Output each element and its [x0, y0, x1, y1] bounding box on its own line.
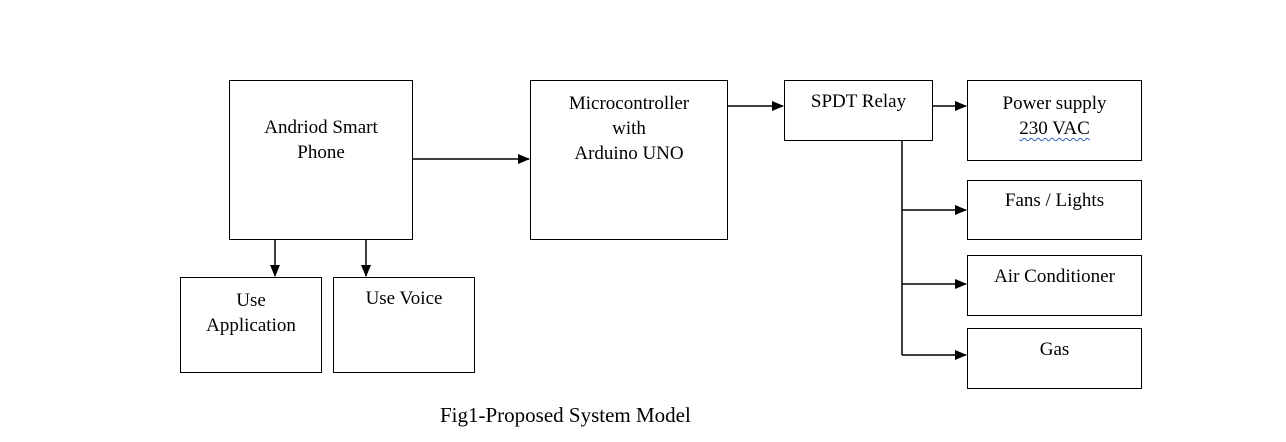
node-use-voice-line-1: Use Voice — [365, 288, 443, 309]
node-spdt-relay: SPDT Relay — [784, 80, 933, 141]
node-fans-lights-line-1: Fans / Lights — [1004, 190, 1105, 211]
node-air-conditioner: Air Conditioner — [967, 255, 1142, 316]
node-power-supply-line-1: Power supply — [1002, 93, 1107, 114]
node-microcontroller: Microcontroller with Arduino UNO — [530, 80, 728, 240]
node-use-voice: Use Voice — [333, 277, 475, 373]
node-power-supply: Power supply 230 VAC — [967, 80, 1142, 161]
node-power-supply-line-2: 230 VAC — [1019, 118, 1090, 139]
node-use-application-line-1: Use — [236, 290, 266, 311]
node-gas-line-1: Gas — [1039, 339, 1070, 360]
node-air-conditioner-line-1: Air Conditioner — [994, 266, 1115, 287]
node-gas: Gas — [967, 328, 1142, 389]
node-use-application: Use Application — [180, 277, 322, 373]
node-microcontroller-line-3: Arduino UNO — [574, 143, 684, 164]
figure-caption: Fig1-Proposed System Model — [440, 403, 691, 427]
node-android-phone-line-2: Phone — [297, 142, 345, 163]
node-android-phone-line-1: Andriod Smart — [264, 117, 378, 138]
node-microcontroller-line-2: with — [612, 118, 646, 139]
node-use-application-line-2: Application — [206, 315, 296, 336]
node-fans-lights: Fans / Lights — [967, 180, 1142, 240]
node-android-phone: Andriod Smart Phone — [229, 80, 413, 240]
node-microcontroller-line-1: Microcontroller — [568, 93, 690, 114]
node-spdt-relay-line-1: SPDT Relay — [810, 91, 907, 112]
